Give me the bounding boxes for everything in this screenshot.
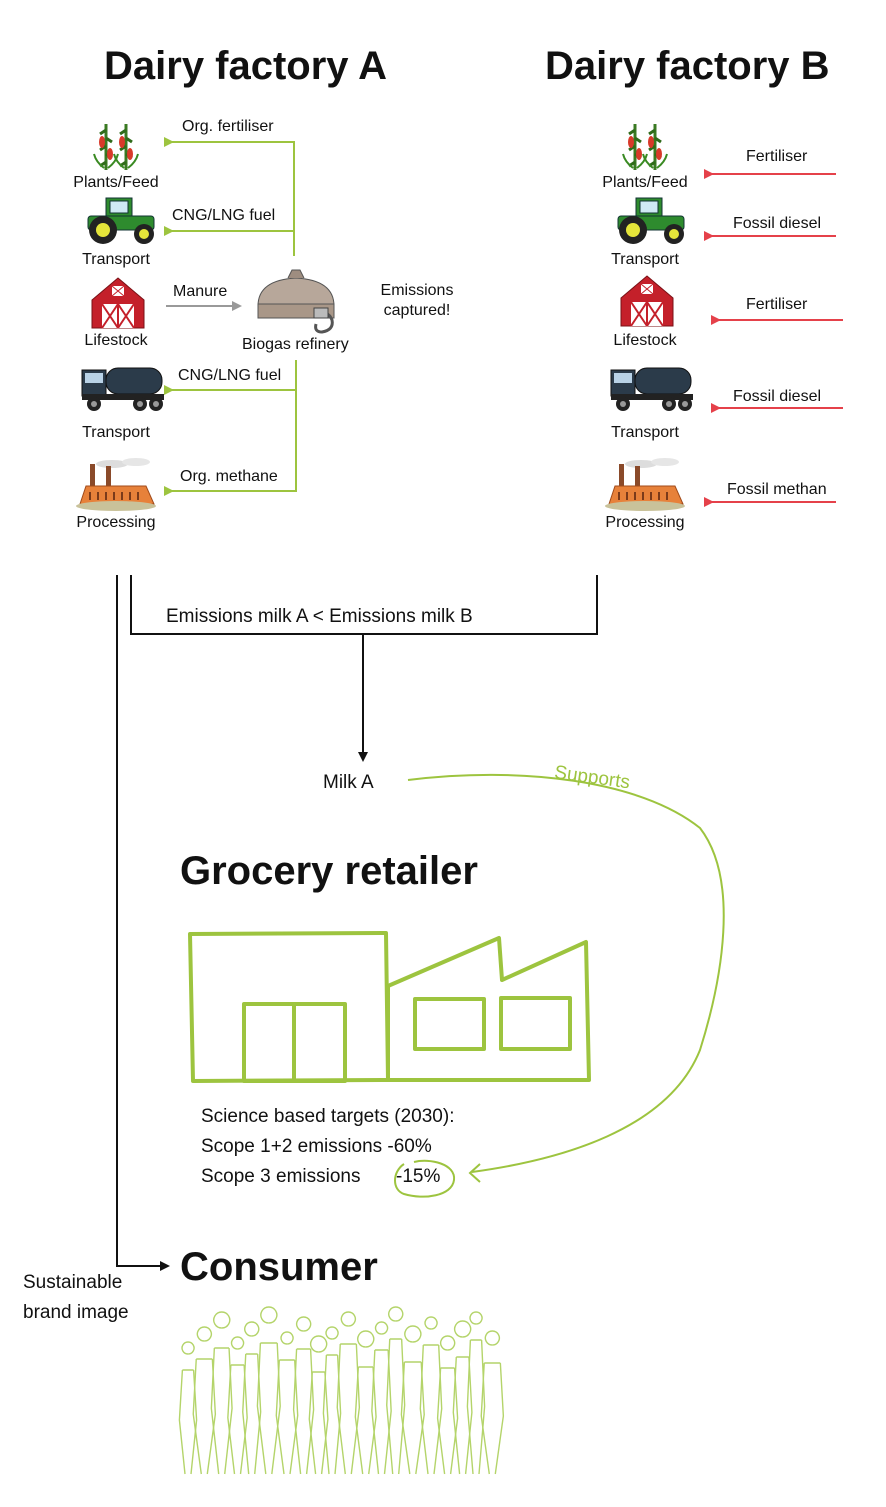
- brand-image-line-2: brand image: [23, 1302, 129, 1323]
- crowd-person-icon: [192, 1326, 217, 1475]
- crowd-person-icon: [275, 1331, 299, 1475]
- factory-b-input-methan: Fossil methan: [727, 481, 827, 498]
- factory-a-barn-icon: [91, 277, 145, 329]
- factory-b-tractor-icon: [617, 197, 685, 245]
- factory-a-tractor-icon: [87, 197, 155, 245]
- factory-b-title: Dairy factory B: [545, 44, 830, 88]
- factory-a-stage-lifestock: Lifestock: [84, 332, 148, 349]
- factory-a-title: Dairy factory A: [104, 44, 388, 88]
- factory-b-stage-lifestock: Lifestock: [613, 332, 677, 349]
- crowd-person-icon: [419, 1316, 443, 1475]
- retailer-title: Grocery retailer: [180, 849, 478, 893]
- factory-b-input-fertiliser-2: Fertiliser: [746, 296, 808, 313]
- crowd-person-icon: [436, 1335, 459, 1475]
- biogas-dome-icon: [257, 269, 335, 334]
- crowd-person-icon: [371, 1321, 392, 1475]
- factory-b-stage-transport-2: Transport: [611, 424, 679, 441]
- crowd-person-icon: [354, 1330, 377, 1475]
- targets-scope3: Scope 3 emissions: [201, 1166, 361, 1187]
- brand-image-line-1: Sustainable: [23, 1272, 123, 1293]
- factory-b-plants-icon: [621, 122, 669, 172]
- store-building-icon: [188, 931, 591, 1083]
- crowd-person-icon: [210, 1311, 233, 1475]
- crowd-person-icon: [386, 1306, 406, 1475]
- crowd-person-icon: [322, 1326, 342, 1475]
- crowd-person-icon: [480, 1330, 505, 1475]
- factory-b-input-arrows: [704, 169, 843, 507]
- crowd-person-icon: [227, 1336, 248, 1475]
- flow-cng-fuel-bottom: CNG/LNG fuel: [178, 367, 282, 384]
- biogas-refinery-label: Biogas refinery: [242, 336, 349, 353]
- brand-image-arrow: [116, 575, 170, 1271]
- factory-a-plants-icon: [92, 122, 140, 172]
- factory-a-truck-icon: [81, 367, 165, 412]
- factory-b-barn-icon: [620, 275, 674, 327]
- crowd-icon: [178, 1306, 505, 1475]
- crowd-person-icon: [292, 1316, 315, 1475]
- factory-b-input-diesel-2: Fossil diesel: [733, 388, 822, 405]
- flow-org-fertiliser: Org. fertiliser: [182, 118, 274, 135]
- factory-a-stage-transport-2: Transport: [82, 424, 150, 441]
- factory-b-truck-icon: [610, 367, 694, 412]
- crowd-person-icon: [400, 1325, 425, 1475]
- factory-a-stage-plants: Plants/Feed: [73, 174, 159, 191]
- factory-a-stage-processing: Processing: [76, 514, 156, 531]
- crowd-person-icon: [256, 1306, 281, 1475]
- factory-b-input-diesel-1: Fossil diesel: [733, 215, 822, 232]
- supports-curve: [394, 773, 725, 1198]
- factory-b-stage-transport-1: Transport: [611, 251, 679, 268]
- targets-scope12: Scope 1+2 emissions -60%: [201, 1136, 432, 1157]
- crowd-person-icon: [178, 1341, 198, 1475]
- factory-b-stage-plants: Plants/Feed: [602, 174, 688, 191]
- crowd-person-icon: [466, 1311, 486, 1475]
- factory-b-stage-processing: Processing: [605, 514, 685, 531]
- crowd-person-icon: [336, 1311, 361, 1475]
- targets-scope3-value: -15%: [396, 1166, 441, 1187]
- flow-manure: Manure: [173, 283, 228, 300]
- comparison-bracket: [130, 575, 598, 762]
- flow-cng-fuel-top: CNG/LNG fuel: [172, 207, 276, 224]
- crowd-person-icon: [242, 1321, 262, 1475]
- emissions-comparison: Emissions milk A < Emissions milk B: [166, 606, 473, 627]
- factory-b-input-fertiliser-1: Fertiliser: [746, 148, 808, 165]
- flow-org-methane: Org. methane: [180, 468, 278, 485]
- crowd-person-icon: [452, 1320, 473, 1475]
- factory-a-stage-transport-1: Transport: [82, 251, 150, 268]
- factory-a-flow-lines: [164, 137, 297, 496]
- factory-b-factory-icon: [604, 457, 686, 512]
- targets-heading: Science based targets (2030):: [201, 1106, 455, 1127]
- consumer-title: Consumer: [180, 1245, 378, 1289]
- emissions-captured-note: Emissions captured!: [380, 282, 454, 319]
- factory-a-factory-icon: [75, 457, 157, 512]
- crowd-person-icon: [308, 1335, 329, 1475]
- milk-a-label: Milk A: [323, 772, 374, 793]
